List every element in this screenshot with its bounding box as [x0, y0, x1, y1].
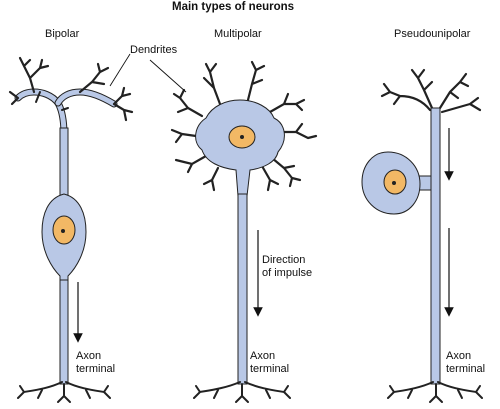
multipolar-terminal-label-line-1: Axon: [250, 350, 276, 362]
multipolar-axon: [237, 193, 248, 385]
multipolar-label: Multipolar: [214, 28, 262, 40]
pseudounipolar-label: Pseudounipolar: [394, 28, 471, 40]
bipolar-terminal-label-line-1: Axon: [76, 350, 102, 362]
multipolar-terminal-label-line-2: terminal: [250, 363, 290, 375]
dendrites-label: Dendrites: [130, 44, 178, 56]
dendrites-leader-lines: [109, 53, 187, 93]
bipolar-dendrites: [8, 56, 134, 139]
bipolar-nucleolus: [61, 229, 65, 233]
pseudounipolar-terminal-label: Axon terminal: [446, 350, 485, 376]
bipolar-axon-terminal: [17, 381, 111, 403]
impulse-label-line-2: of impulse: [262, 267, 313, 279]
pseudounipolar-dendrites: [380, 68, 482, 114]
multipolar-axon-terminal: [193, 381, 291, 403]
bipolar-terminal-label-line-2: terminal: [76, 363, 116, 375]
pseudounipolar-terminal-label-line-1: Axon: [446, 350, 472, 362]
pseudounipolar-nucleolus: [392, 181, 396, 185]
multipolar-nucleolus: [240, 135, 244, 139]
multipolar-neuron: [170, 60, 318, 403]
multipolar-dendrites: [170, 60, 318, 192]
bipolar-upper-process: [59, 127, 69, 200]
bipolar-terminal-label: Axon terminal: [76, 350, 115, 376]
diagram-title: Main types of neurons: [172, 1, 295, 13]
impulse-arrows: [73, 128, 454, 343]
pseudounipolar-neuron: [361, 68, 483, 403]
bipolar-neuron: [8, 56, 134, 403]
bipolar-label: Bipolar: [45, 28, 80, 40]
pseudounipolar-upper-process: [430, 107, 441, 385]
multipolar-terminal-label: Axon terminal: [250, 350, 289, 376]
impulse-label-line-1: Direction: [262, 254, 306, 266]
pseudounipolar-axon-terminal: [387, 381, 483, 403]
impulse-label: Direction of impulse: [262, 254, 312, 280]
pseudounipolar-terminal-label-line-2: terminal: [446, 363, 486, 375]
bipolar-axon: [59, 279, 69, 385]
